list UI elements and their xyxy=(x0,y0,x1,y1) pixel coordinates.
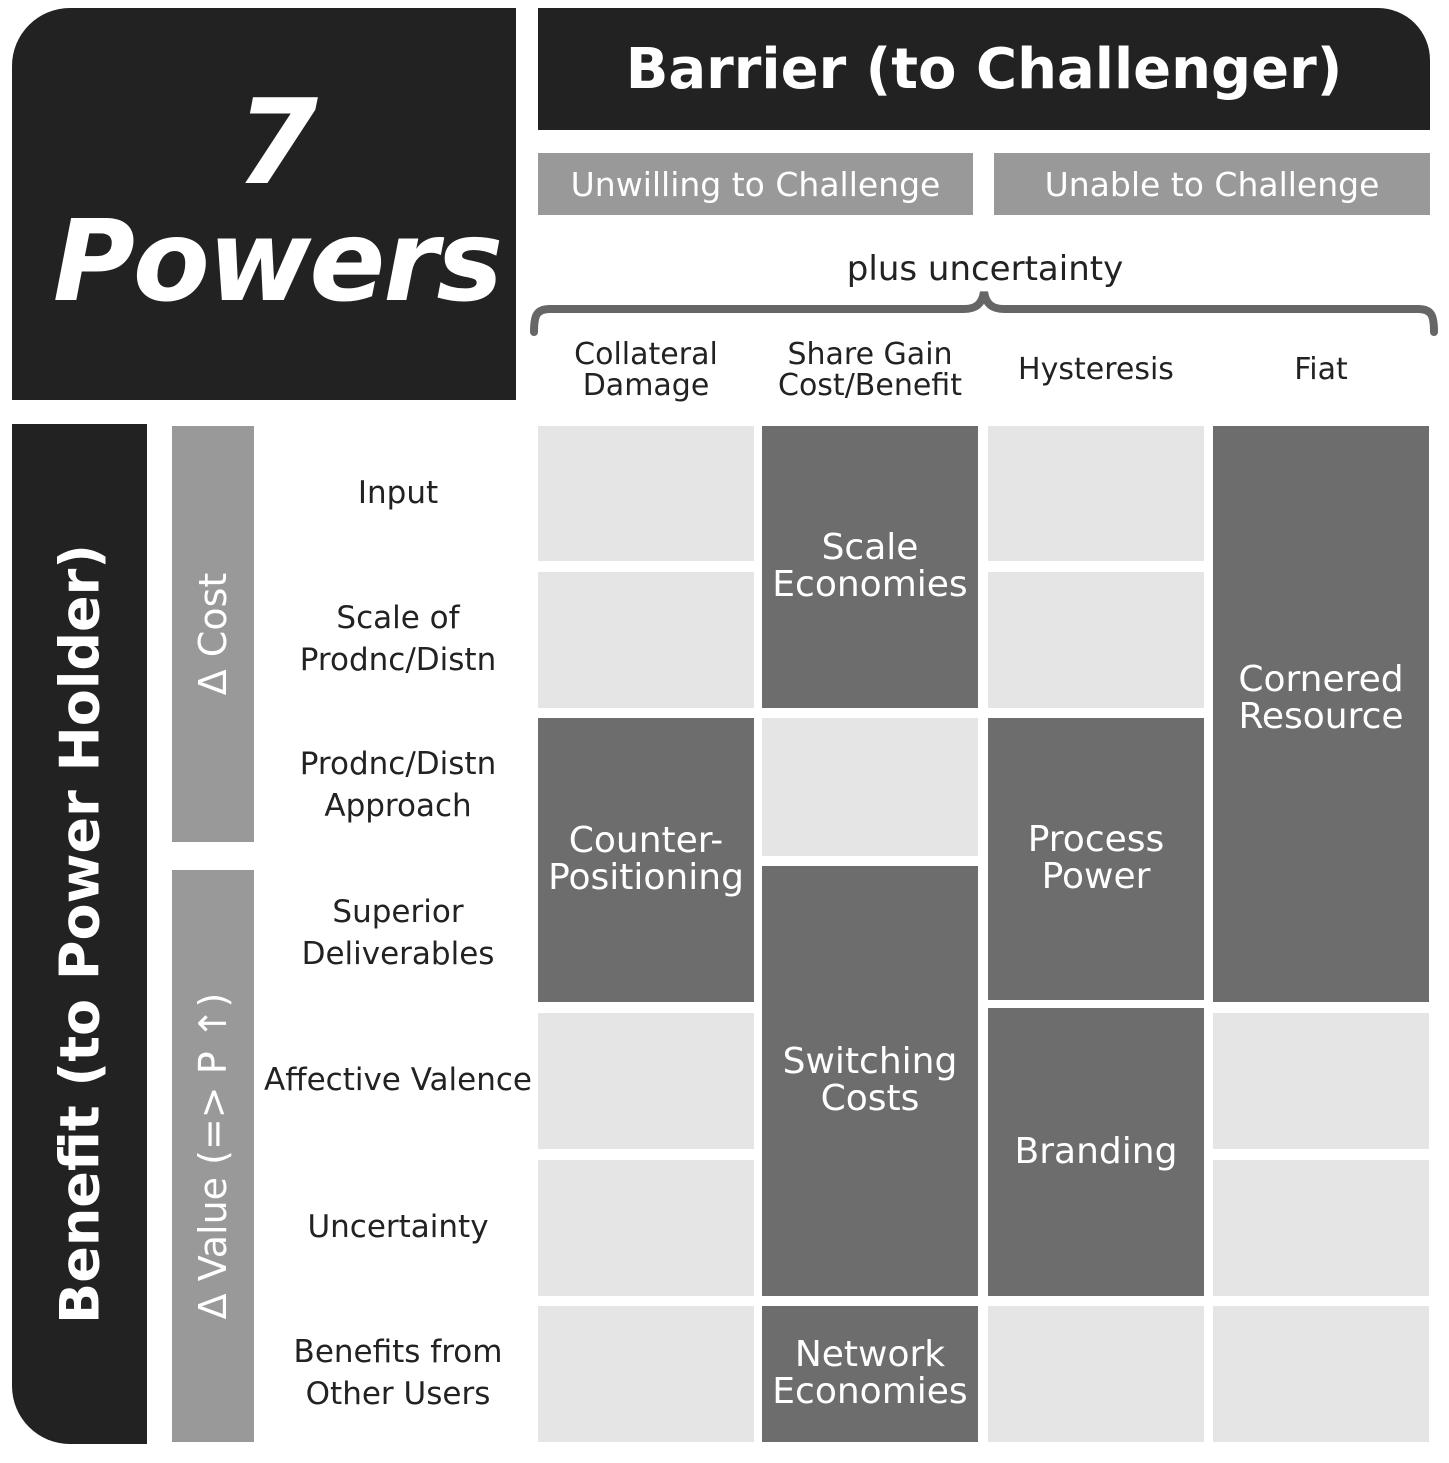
row-label-uncertainty: Uncertainty xyxy=(262,1160,534,1296)
grid-cell xyxy=(988,572,1204,708)
title-word: Powers xyxy=(52,197,503,327)
column-header-line1: Collateral xyxy=(574,336,718,372)
value-bar: Δ Value (=> P ↑) xyxy=(172,870,254,1442)
power-label-line1: Cornered xyxy=(1238,659,1404,701)
grid-cell xyxy=(1213,1160,1429,1296)
barrier-header: Barrier (to Challenger) xyxy=(538,8,1430,130)
benefit-label: Benefit (to Power Holder) xyxy=(48,544,111,1324)
row-label-line2: Deliverables xyxy=(301,936,495,972)
power-process-power: Process Power xyxy=(988,718,1204,1000)
row-label-line2: Other Users xyxy=(305,1376,491,1412)
power-label-line2: Costs xyxy=(820,1078,920,1119)
power-network-economies: Network Economies xyxy=(762,1306,978,1442)
grid-cell xyxy=(538,1013,754,1149)
column-header-line2: Cost/Benefit xyxy=(778,368,962,403)
power-label-line1: Scale xyxy=(821,527,919,569)
grid-cell xyxy=(1213,1013,1429,1149)
power-counter-positioning: Counter- Positioning xyxy=(538,718,754,1002)
benefit-bar: Benefit (to Power Holder) xyxy=(12,424,147,1444)
plus-uncertainty-label: plus uncertainty xyxy=(846,249,1124,289)
column-header-hysteresis: Hysteresis xyxy=(988,330,1204,410)
value-label: Δ Value (=> P ↑) xyxy=(191,992,235,1320)
row-label-line1: Uncertainty xyxy=(307,1209,489,1246)
grid-cell xyxy=(538,1160,754,1296)
column-header-fiat: Fiat xyxy=(1213,330,1429,410)
title-number: 7 xyxy=(235,73,319,211)
row-label-line1: Affective Valence xyxy=(264,1062,532,1099)
power-branding: Branding xyxy=(988,1008,1204,1296)
power-label-line1: Counter- xyxy=(568,820,724,862)
row-label-other-users: Benefits from Other Users xyxy=(262,1306,534,1442)
grid-cell xyxy=(538,1306,754,1442)
power-scale-economies: Scale Economies xyxy=(762,426,978,708)
row-label-line1: Superior xyxy=(332,894,464,931)
grid-cell xyxy=(762,718,978,856)
row-label-line1: Input xyxy=(357,474,439,511)
power-switching-costs: Switching Costs xyxy=(762,866,978,1296)
cost-label: Δ Cost xyxy=(191,572,235,696)
power-label-line1: Process xyxy=(1027,819,1165,861)
row-label-line1: Prodnc/Distn xyxy=(299,746,497,783)
row-label-input: Input xyxy=(262,426,534,561)
column-header-share-gain: Share Gain Cost/Benefit xyxy=(762,330,978,410)
title-block: 7 Powers xyxy=(12,8,516,400)
power-label-line2: Economies xyxy=(772,564,968,605)
column-header-line2: Damage xyxy=(582,368,710,403)
column-header-collateral-damage: Collateral Damage xyxy=(538,330,754,410)
row-label-line2: Prodnc/Distn xyxy=(299,642,497,678)
row-label-line1: Benefits from xyxy=(293,1334,503,1371)
grid-cell xyxy=(988,1306,1204,1442)
grid-cell xyxy=(538,426,754,561)
power-label-line2: Economies xyxy=(772,1371,968,1412)
grid-cell xyxy=(1213,1306,1429,1442)
column-header-line2: Hysteresis xyxy=(1018,352,1174,388)
brace-icon xyxy=(530,291,1438,336)
power-label-line1: Network xyxy=(794,1334,946,1376)
row-label-scale: Scale of Prodnc/Distn xyxy=(262,572,534,708)
row-label-deliverables: Superior Deliverables xyxy=(262,866,534,1002)
cost-bar: Δ Cost xyxy=(172,426,254,842)
power-label-line2: Positioning xyxy=(548,857,744,898)
row-label-line2: Approach xyxy=(324,788,472,824)
power-label-line1: Switching xyxy=(782,1041,958,1083)
row-label-approach: Prodnc/Distn Approach xyxy=(262,718,534,854)
power-label-line2: Power xyxy=(1041,856,1151,897)
power-label-line1: Branding xyxy=(1014,1130,1178,1172)
column-header-line2: Fiat xyxy=(1294,352,1348,388)
power-label-line2: Resource xyxy=(1238,696,1404,737)
unwilling-to-challenge-header: Unwilling to Challenge xyxy=(538,153,973,215)
row-label-line1: Scale of xyxy=(336,600,460,637)
column-header-line1: Share Gain xyxy=(787,336,953,372)
power-cornered-resource: Cornered Resource xyxy=(1213,426,1429,1002)
row-label-affective-valence: Affective Valence xyxy=(262,1013,534,1149)
unable-to-challenge-header: Unable to Challenge xyxy=(994,153,1430,215)
grid-cell xyxy=(538,572,754,708)
grid-cell xyxy=(988,426,1204,561)
